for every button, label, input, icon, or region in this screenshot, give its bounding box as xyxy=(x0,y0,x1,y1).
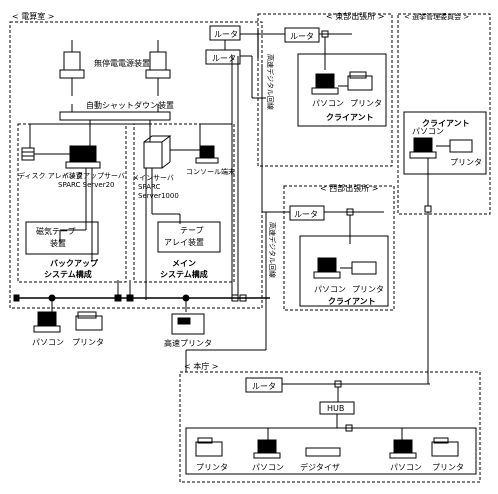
label-main-system-2: システム構成 xyxy=(160,269,208,279)
backup-system-frame xyxy=(17,123,127,283)
label-ups: 無停電電源装置 xyxy=(94,58,150,68)
label-west-branch: < 西部出張所 > xyxy=(320,183,379,193)
east-router xyxy=(284,27,320,43)
election-client-frame xyxy=(403,111,487,175)
east-pc-icon xyxy=(315,73,335,89)
high-speed-printer-icon xyxy=(171,313,205,335)
office-pc-right-icon xyxy=(393,439,413,454)
label-computer-room: < 電算室 > xyxy=(12,11,55,21)
label-console: コンソール端末 xyxy=(186,167,235,176)
office-frame xyxy=(179,371,481,483)
ups-unit-left xyxy=(63,51,81,71)
office-printer-right-icon xyxy=(431,441,459,457)
election-committee-frame xyxy=(397,13,491,215)
ups-unit-right xyxy=(149,51,167,71)
main-server-icon xyxy=(143,141,163,169)
west-pc-icon xyxy=(317,257,337,273)
label-east-client: クライアント xyxy=(326,112,374,122)
election-printer-icon xyxy=(449,139,473,153)
auto-shutdown-unit xyxy=(59,111,171,121)
label-election-printer: プリンタ xyxy=(450,158,482,167)
label-router-west: ルータ xyxy=(294,210,318,219)
label-disk-array: ディスク アレイ装置 xyxy=(18,171,83,180)
office-pc-left-icon xyxy=(257,439,277,454)
label-tape-array-2: アレイ装置 xyxy=(164,237,204,247)
west-router xyxy=(289,205,325,221)
east-printer-icon xyxy=(347,75,373,91)
mt-device-box xyxy=(25,221,99,255)
disk-array-icon xyxy=(21,147,35,161)
label-office: < 本庁 > xyxy=(184,361,219,371)
label-east-pc: パソコン xyxy=(312,99,344,108)
office-digitizer-icon xyxy=(305,447,341,457)
label-west-printer: プリンタ xyxy=(352,285,384,294)
label-west-pc: パソコン xyxy=(314,285,346,294)
east-client-frame xyxy=(297,53,387,127)
label-tape-array-1: テープ xyxy=(180,226,204,235)
east-branch-frame xyxy=(257,13,393,167)
office-router xyxy=(245,377,283,393)
label-backup-server-1: バックアップサーバ xyxy=(62,172,125,180)
label-hub: HUB xyxy=(327,404,344,413)
label-office-printer-left: プリンタ xyxy=(196,463,228,472)
west-printer-icon xyxy=(351,261,377,275)
label-digital-line-upper: 高速デジタル回線 xyxy=(266,54,275,110)
label-router-east: ルータ xyxy=(290,32,314,41)
office-printer-left-icon xyxy=(195,441,223,457)
backup-server-icon xyxy=(69,145,97,163)
label-router-office: ルータ xyxy=(252,382,276,391)
label-main-server-3: Server1000 xyxy=(138,192,179,200)
election-pc-icon xyxy=(413,137,433,153)
label-room-pc: パソコン xyxy=(32,338,64,347)
label-backup-system-1: バックアップ xyxy=(50,258,99,268)
tape-array-box xyxy=(157,221,221,253)
console-terminal-icon xyxy=(199,145,215,159)
west-branch-frame xyxy=(283,185,395,311)
label-election-committee: < 選挙管理委員会 > xyxy=(404,12,469,21)
label-office-digitizer: デジタイザ xyxy=(300,462,340,472)
label-office-printer-right: プリンタ xyxy=(432,463,464,472)
main-system-frame xyxy=(133,123,235,283)
router-main-2 xyxy=(205,49,241,65)
west-client-frame xyxy=(299,235,389,307)
label-auto-shutdown: 自動シャットダウン装置 xyxy=(86,100,174,110)
label-router-main-2: ルータ xyxy=(212,54,236,63)
label-mt-2: 装置 xyxy=(50,238,66,248)
label-digital-line-lower: 高速デジタル回線 xyxy=(268,222,277,278)
label-main-server-1: メインサーバ xyxy=(132,174,174,182)
room-printer-icon xyxy=(75,315,103,331)
label-office-pc-right: パソコン xyxy=(390,463,422,472)
label-mt-1: 磁気テープ xyxy=(36,226,76,236)
label-election-client: クライアント xyxy=(422,118,470,128)
room-pc-icon xyxy=(37,311,57,327)
label-main-server-2: SPARC xyxy=(138,183,161,191)
label-router-main-1: ルータ xyxy=(214,30,238,39)
label-room-printer: プリンタ xyxy=(72,338,104,347)
label-main-system-1: メイン xyxy=(172,259,196,268)
label-backup-server-2: SPARC Server20 xyxy=(58,181,115,189)
label-east-printer: プリンタ xyxy=(350,99,382,108)
label-office-pc-left: パソコン xyxy=(252,463,284,472)
label-east-branch: < 東部出張所 > xyxy=(326,11,385,21)
label-election-pc: パソコン xyxy=(412,127,444,136)
label-backup-system-2: システム構成 xyxy=(44,269,92,279)
label-west-client: クライアント xyxy=(328,296,376,306)
label-high-speed-printer: 高速プリンタ xyxy=(164,338,212,348)
